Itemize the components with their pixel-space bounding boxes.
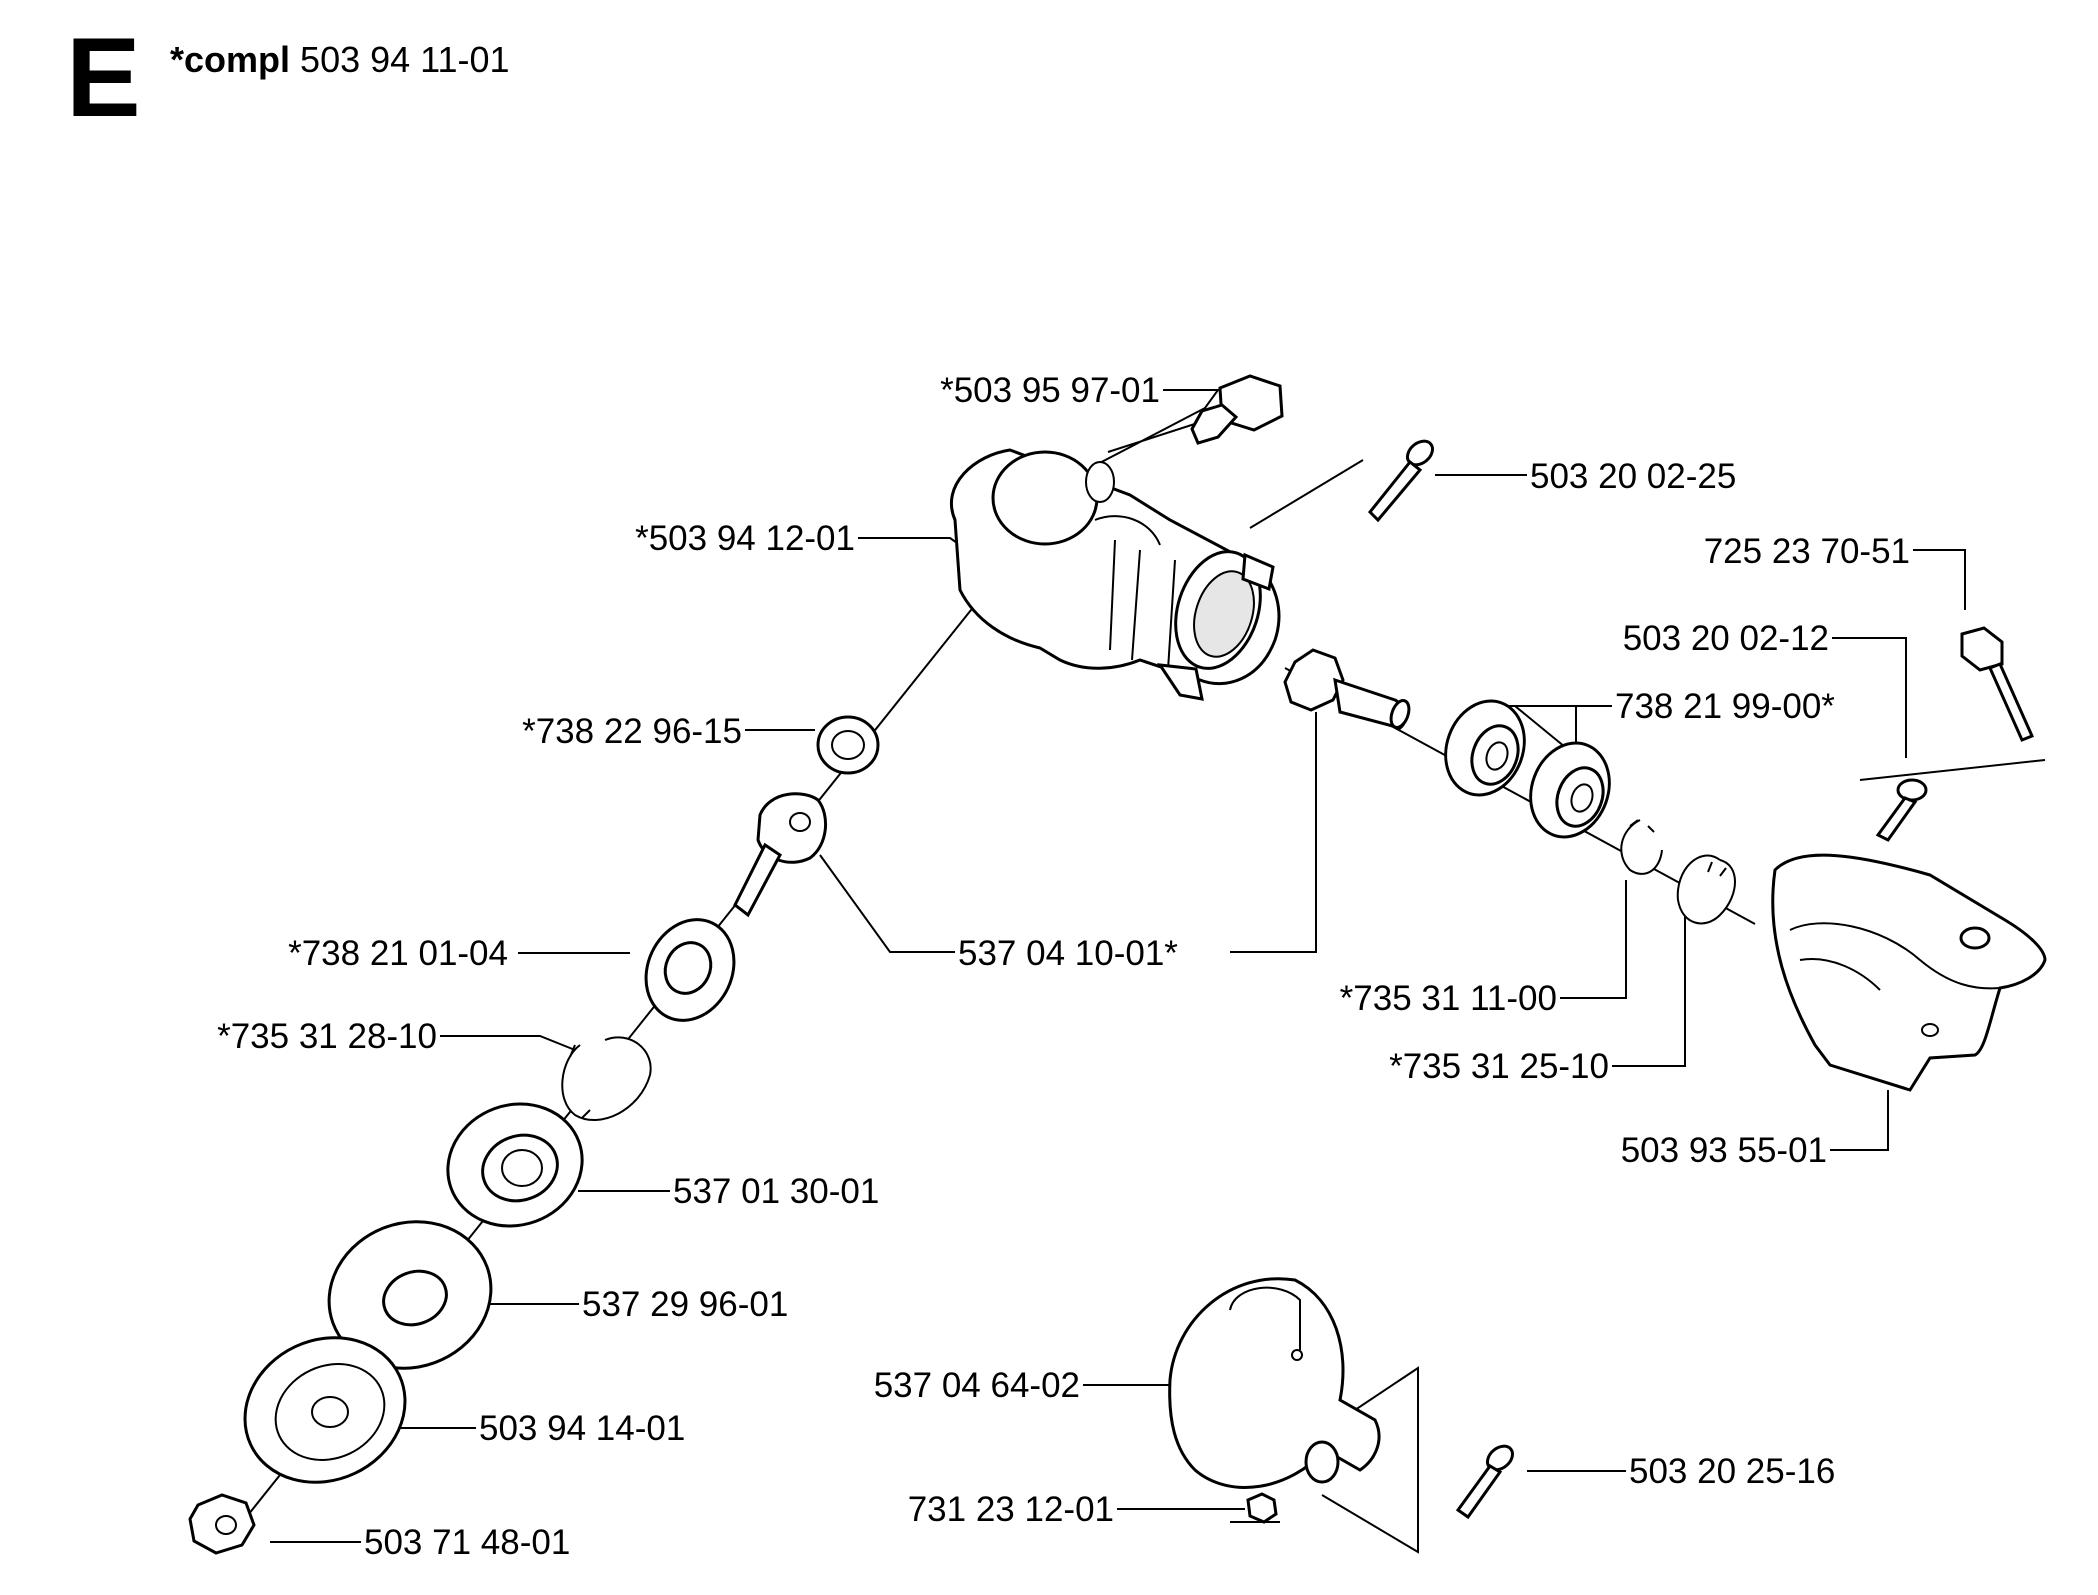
callout-label: 503 20 02-25: [1530, 457, 1736, 496]
shield-cover: [1771, 853, 2047, 1092]
assembly-heading: *compl 503 94 11-01: [170, 42, 510, 78]
callout-label: 731 23 12-01: [908, 1490, 1114, 1529]
callout-label: 537 01 30-01: [673, 1172, 879, 1211]
ball-bearing-right-1: [1444, 699, 1526, 797]
callout-label: 503 94 14-01: [479, 1409, 685, 1448]
bevel-gear-left: [733, 792, 828, 918]
callout-label: *735 31 28-10: [217, 1017, 437, 1056]
screw-cover: [1875, 778, 1928, 842]
callout-label: *503 95 97-01: [940, 371, 1160, 410]
hex-bolt-right: [1960, 626, 2035, 742]
thrust-washer: [446, 1102, 584, 1228]
ball-bearing-right-2: [1529, 741, 1611, 839]
bevel-gear-shaft: [1283, 648, 1411, 730]
circlip-small-right: [1620, 819, 1663, 875]
callout-label: 725 23 70-51: [1704, 532, 1910, 571]
clamp: [1168, 1277, 1381, 1489]
support-cup: [243, 1336, 407, 1484]
flat-washer: [327, 1220, 493, 1370]
heading-number: 503 94 11-01: [300, 39, 510, 80]
callout-label: *738 22 96-15: [522, 712, 742, 751]
ball-bearing-left: [644, 918, 736, 1022]
callout-label: *738 21 01-04: [288, 934, 508, 973]
callout-labels: *503 95 97-01 503 20 02-25 *503 94 12-01…: [217, 371, 1910, 1562]
callout-label: 503 93 55-01: [1621, 1131, 1827, 1170]
callout-label: *735 31 25-10: [1389, 1047, 1609, 1086]
callout-label: 738 21 99-00*: [1615, 687, 1835, 726]
nut-small: [1246, 1492, 1278, 1524]
heading-prefix: *compl: [170, 39, 291, 80]
callout-label: 503 71 48-01: [364, 1523, 570, 1562]
hex-bolt-top: [1190, 374, 1284, 445]
callout-label: 537 29 96-01: [582, 1285, 788, 1324]
ball-bearing-small: [816, 715, 880, 775]
circlip-large-right: [1676, 854, 1736, 925]
gear-housing: [949, 448, 1281, 701]
callout-label: 537 04 10-01*: [958, 934, 1178, 973]
callout-label: 537 04 64-02: [874, 1366, 1080, 1405]
circlip-left: [561, 1036, 652, 1121]
socket-screw-upper: [1367, 439, 1435, 523]
section-letter: E: [66, 15, 141, 140]
nut: [188, 1493, 256, 1555]
callout-label: *503 94 12-01: [635, 519, 855, 558]
callout-label: 503 20 25-16: [1629, 1452, 1835, 1491]
callout-label: 503 20 02-12: [1623, 619, 1829, 658]
socket-screw-clamp: [1455, 1444, 1515, 1520]
callout-label: *735 31 11-00: [1340, 979, 1557, 1018]
